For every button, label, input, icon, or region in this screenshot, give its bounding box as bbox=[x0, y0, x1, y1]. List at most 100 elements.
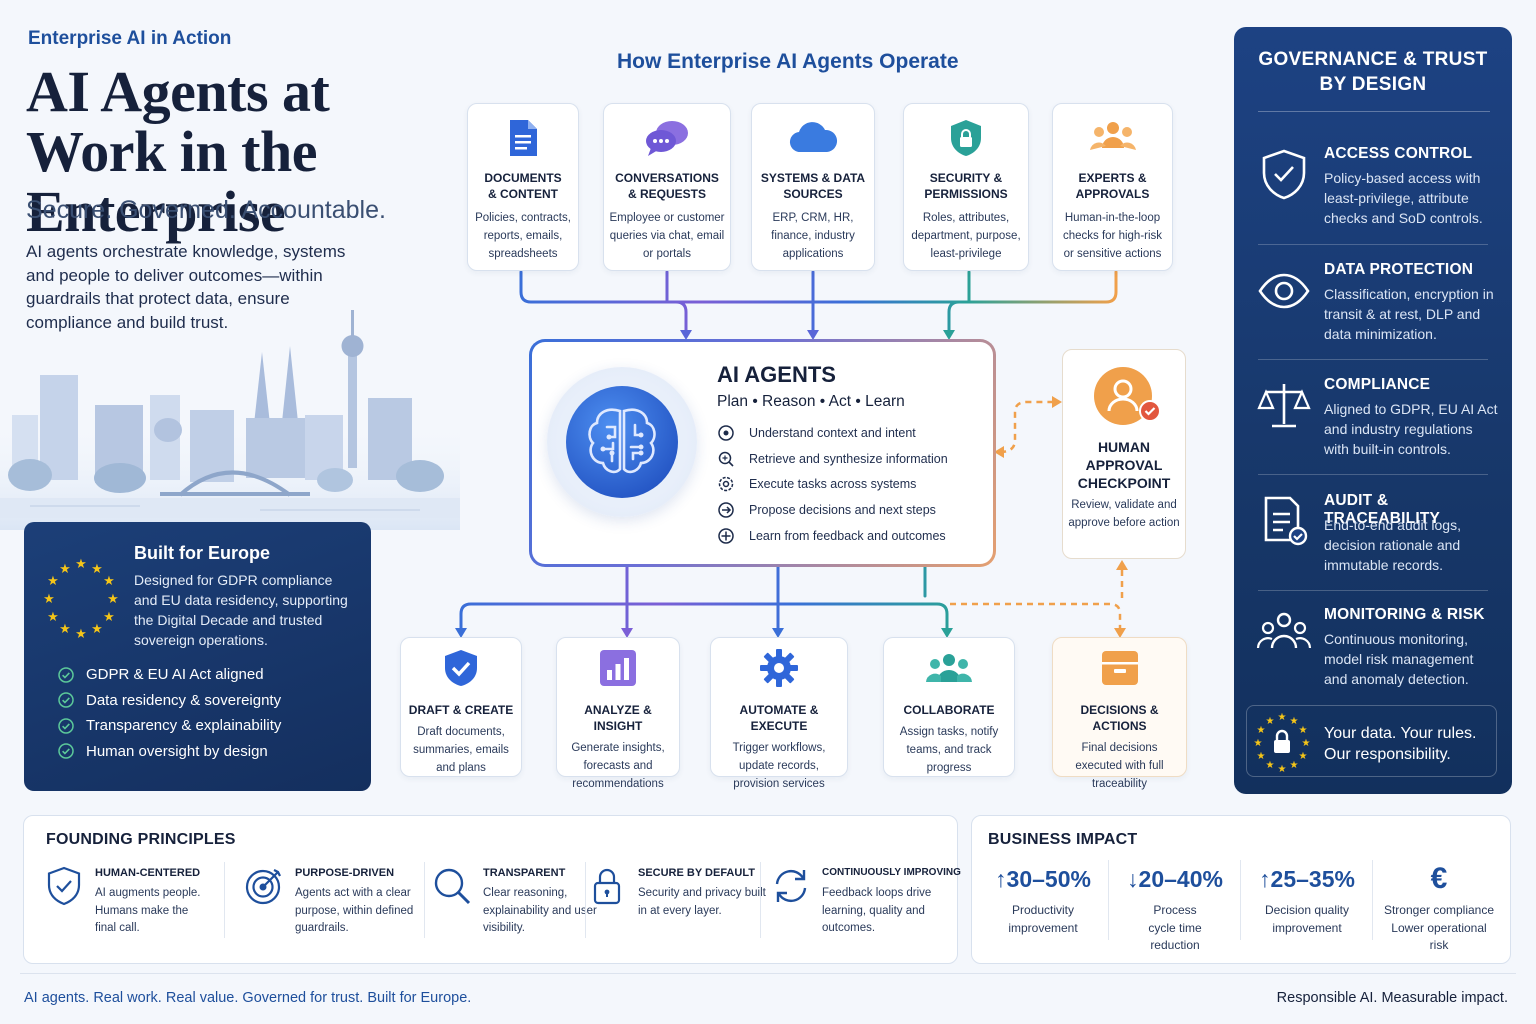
impact-description: Decision quality improvement bbox=[1264, 903, 1350, 935]
impact-decision-quality: ↑25–35% Decision quality improvement bbox=[1242, 862, 1372, 937]
svg-text:★: ★ bbox=[1278, 764, 1287, 772]
svg-text:★: ★ bbox=[103, 610, 115, 625]
search-icon bbox=[718, 451, 734, 467]
card-title: CONVERSATIONS & REQUESTS bbox=[615, 171, 719, 201]
svg-text:★: ★ bbox=[75, 558, 87, 572]
output-card-collaborate: COLLABORATE Assign tasks, notify teams, … bbox=[883, 637, 1015, 777]
impact-cycle-time: ↓20–40% Process cycle time reduction bbox=[1110, 862, 1240, 955]
impact-value: ↓20–40% bbox=[1127, 866, 1223, 892]
eu-stars-icon: ★★★ ★★★ ★★★ ★★★ bbox=[43, 558, 119, 640]
eye-icon bbox=[1258, 273, 1310, 309]
human-approval-desc: Review, validate and approve before acti… bbox=[1068, 499, 1180, 529]
capability-item: Learn from feedback and outcomes bbox=[717, 523, 987, 549]
scales-icon bbox=[1257, 384, 1311, 428]
impact-value: ↑30–50% bbox=[995, 866, 1091, 892]
europe-description: Designed for GDPR compliance and EU data… bbox=[134, 572, 348, 648]
svg-text:★: ★ bbox=[1266, 716, 1275, 727]
target-icon bbox=[718, 425, 734, 441]
governance-separator bbox=[1258, 244, 1488, 245]
check-shield-icon bbox=[445, 650, 477, 686]
output-card-draft: DRAFT & CREATE Draft documents, summarie… bbox=[400, 637, 522, 777]
input-card-conversations: CONVERSATIONS & REQUESTS Employee or cus… bbox=[603, 103, 731, 271]
svg-text:★: ★ bbox=[1302, 738, 1311, 749]
output-card-analyze: ANALYZE & INSIGHT Generate insights, for… bbox=[556, 637, 680, 790]
page-subtitle: Secure. Governed. Accountable. bbox=[26, 196, 386, 224]
principle-divider bbox=[585, 862, 586, 938]
card-description: Policies, contracts, reports, emails, sp… bbox=[475, 212, 571, 260]
brain-icon bbox=[566, 386, 678, 498]
card-description: Roles, attributes, department, purpose, … bbox=[911, 212, 1021, 260]
card-description: Human-in-the-loop checks for high-risk o… bbox=[1062, 212, 1163, 260]
impact-divider bbox=[1240, 860, 1241, 940]
footer-divider bbox=[20, 973, 1516, 974]
europe-feature-item: Data residency & sovereignty bbox=[58, 688, 358, 714]
card-description: Employee or customer queries via chat, e… bbox=[609, 212, 725, 260]
impact-productivity: ↑30–50% Productivity improvement bbox=[978, 862, 1108, 937]
euro-icon: € bbox=[1430, 862, 1448, 895]
intro-text: AI agents orchestrate knowledge, systems… bbox=[26, 242, 346, 332]
card-title: EXPERTS & APPROVALS bbox=[1075, 171, 1150, 201]
governance-compliance: COMPLIANCE Aligned to GDPR, EU AI Act an… bbox=[1256, 376, 1500, 476]
shield-check-icon bbox=[47, 866, 81, 906]
svg-text:★: ★ bbox=[103, 574, 115, 589]
check-circle-icon bbox=[58, 667, 74, 683]
input-card-security: SECURITY & PERMISSIONS Roles, attributes… bbox=[903, 103, 1029, 271]
svg-text:★: ★ bbox=[43, 592, 55, 607]
team-icon bbox=[926, 654, 972, 682]
card-title: AUTOMATE & EXECUTE bbox=[739, 703, 819, 733]
capability-item: Execute tasks across systems bbox=[717, 472, 987, 498]
card-title: COLLABORATE bbox=[903, 703, 995, 717]
output-card-decisions: DECISIONS & ACTIONS Final decisions exec… bbox=[1052, 637, 1187, 790]
principle-continuously-improving: CONTINUOUSLY IMPROVING Feedback loops dr… bbox=[771, 864, 961, 944]
business-impact-title: BUSINESS IMPACT bbox=[988, 831, 1138, 848]
card-title: ANALYZE & INSIGHT bbox=[584, 703, 652, 733]
card-title: DOCUMENTS & CONTENT bbox=[484, 171, 562, 201]
card-description: Assign tasks, notify teams, and track pr… bbox=[899, 726, 999, 774]
governance-divider bbox=[1258, 111, 1490, 112]
founding-principles-panel bbox=[23, 815, 958, 964]
refresh-icon bbox=[775, 869, 807, 903]
europe-feature-item: Human oversight by design bbox=[58, 739, 358, 765]
eyebrow-label: Enterprise AI in Action bbox=[28, 28, 232, 49]
arrow-circle-icon bbox=[718, 502, 734, 519]
capability-item: Retrieve and synthesize information bbox=[717, 446, 987, 472]
svg-text:★: ★ bbox=[59, 622, 71, 637]
input-card-experts: EXPERTS & APPROVALS Human-in-the-loop ch… bbox=[1052, 103, 1173, 271]
impact-value: ↑25–35% bbox=[1259, 866, 1355, 892]
cloud-icon bbox=[789, 122, 838, 153]
card-description: Final decisions executed with full trace… bbox=[1075, 742, 1164, 790]
chat-icon bbox=[646, 121, 688, 156]
impact-compliance: € Stronger compliance Lower operational … bbox=[1374, 862, 1504, 955]
lock-icon bbox=[593, 868, 621, 905]
card-description: Draft documents, summaries, emails and p… bbox=[413, 726, 509, 774]
business-impact-panel bbox=[971, 815, 1511, 964]
svg-text:★: ★ bbox=[47, 574, 59, 589]
human-approval-icon bbox=[1094, 367, 1161, 425]
ai-agents-subtitle: Plan • Reason • Act • Learn bbox=[717, 393, 905, 410]
target-icon bbox=[245, 869, 281, 905]
footer-tagline: AI agents. Real work. Real value. Govern… bbox=[24, 990, 472, 1006]
ai-agents-title: AI AGENTS bbox=[717, 362, 836, 387]
principle-purpose-driven: PURPOSE-DRIVEN Agents act with a clear p… bbox=[244, 864, 424, 944]
search-icon bbox=[434, 868, 471, 905]
human-approval-title: HUMAN APPROVAL CHECKPOINT bbox=[1077, 439, 1171, 491]
shield-check-icon bbox=[1262, 149, 1306, 200]
check-circle-icon bbox=[58, 692, 74, 708]
card-title: DECISIONS & ACTIONS bbox=[1080, 703, 1159, 733]
governance-separator bbox=[1258, 359, 1488, 360]
monitoring-team-icon bbox=[1256, 612, 1312, 649]
capability-item: Propose decisions and next steps bbox=[717, 497, 987, 523]
impact-description: Stronger compliance Lower operational ri… bbox=[1383, 903, 1495, 952]
bar-chart-icon bbox=[600, 650, 636, 686]
svg-text:★: ★ bbox=[75, 627, 87, 640]
europe-title: Built for Europe bbox=[134, 543, 270, 563]
impact-description: Process cycle time reduction bbox=[1148, 903, 1202, 952]
svg-text:★: ★ bbox=[1257, 751, 1266, 762]
governance-monitoring: MONITORING & RISK Continuous monitoring,… bbox=[1256, 606, 1500, 706]
principle-human-centered: HUMAN-CENTERED AI augments people. Human… bbox=[44, 864, 219, 944]
governance-separator bbox=[1258, 474, 1488, 475]
footer-slogan: Responsible AI. Measurable impact. bbox=[1276, 990, 1508, 1006]
svg-text:★: ★ bbox=[1254, 738, 1263, 749]
card-title: SYSTEMS & DATA SOURCES bbox=[760, 171, 866, 201]
page-title: AI Agents at Work in the Enterprise bbox=[26, 59, 330, 244]
